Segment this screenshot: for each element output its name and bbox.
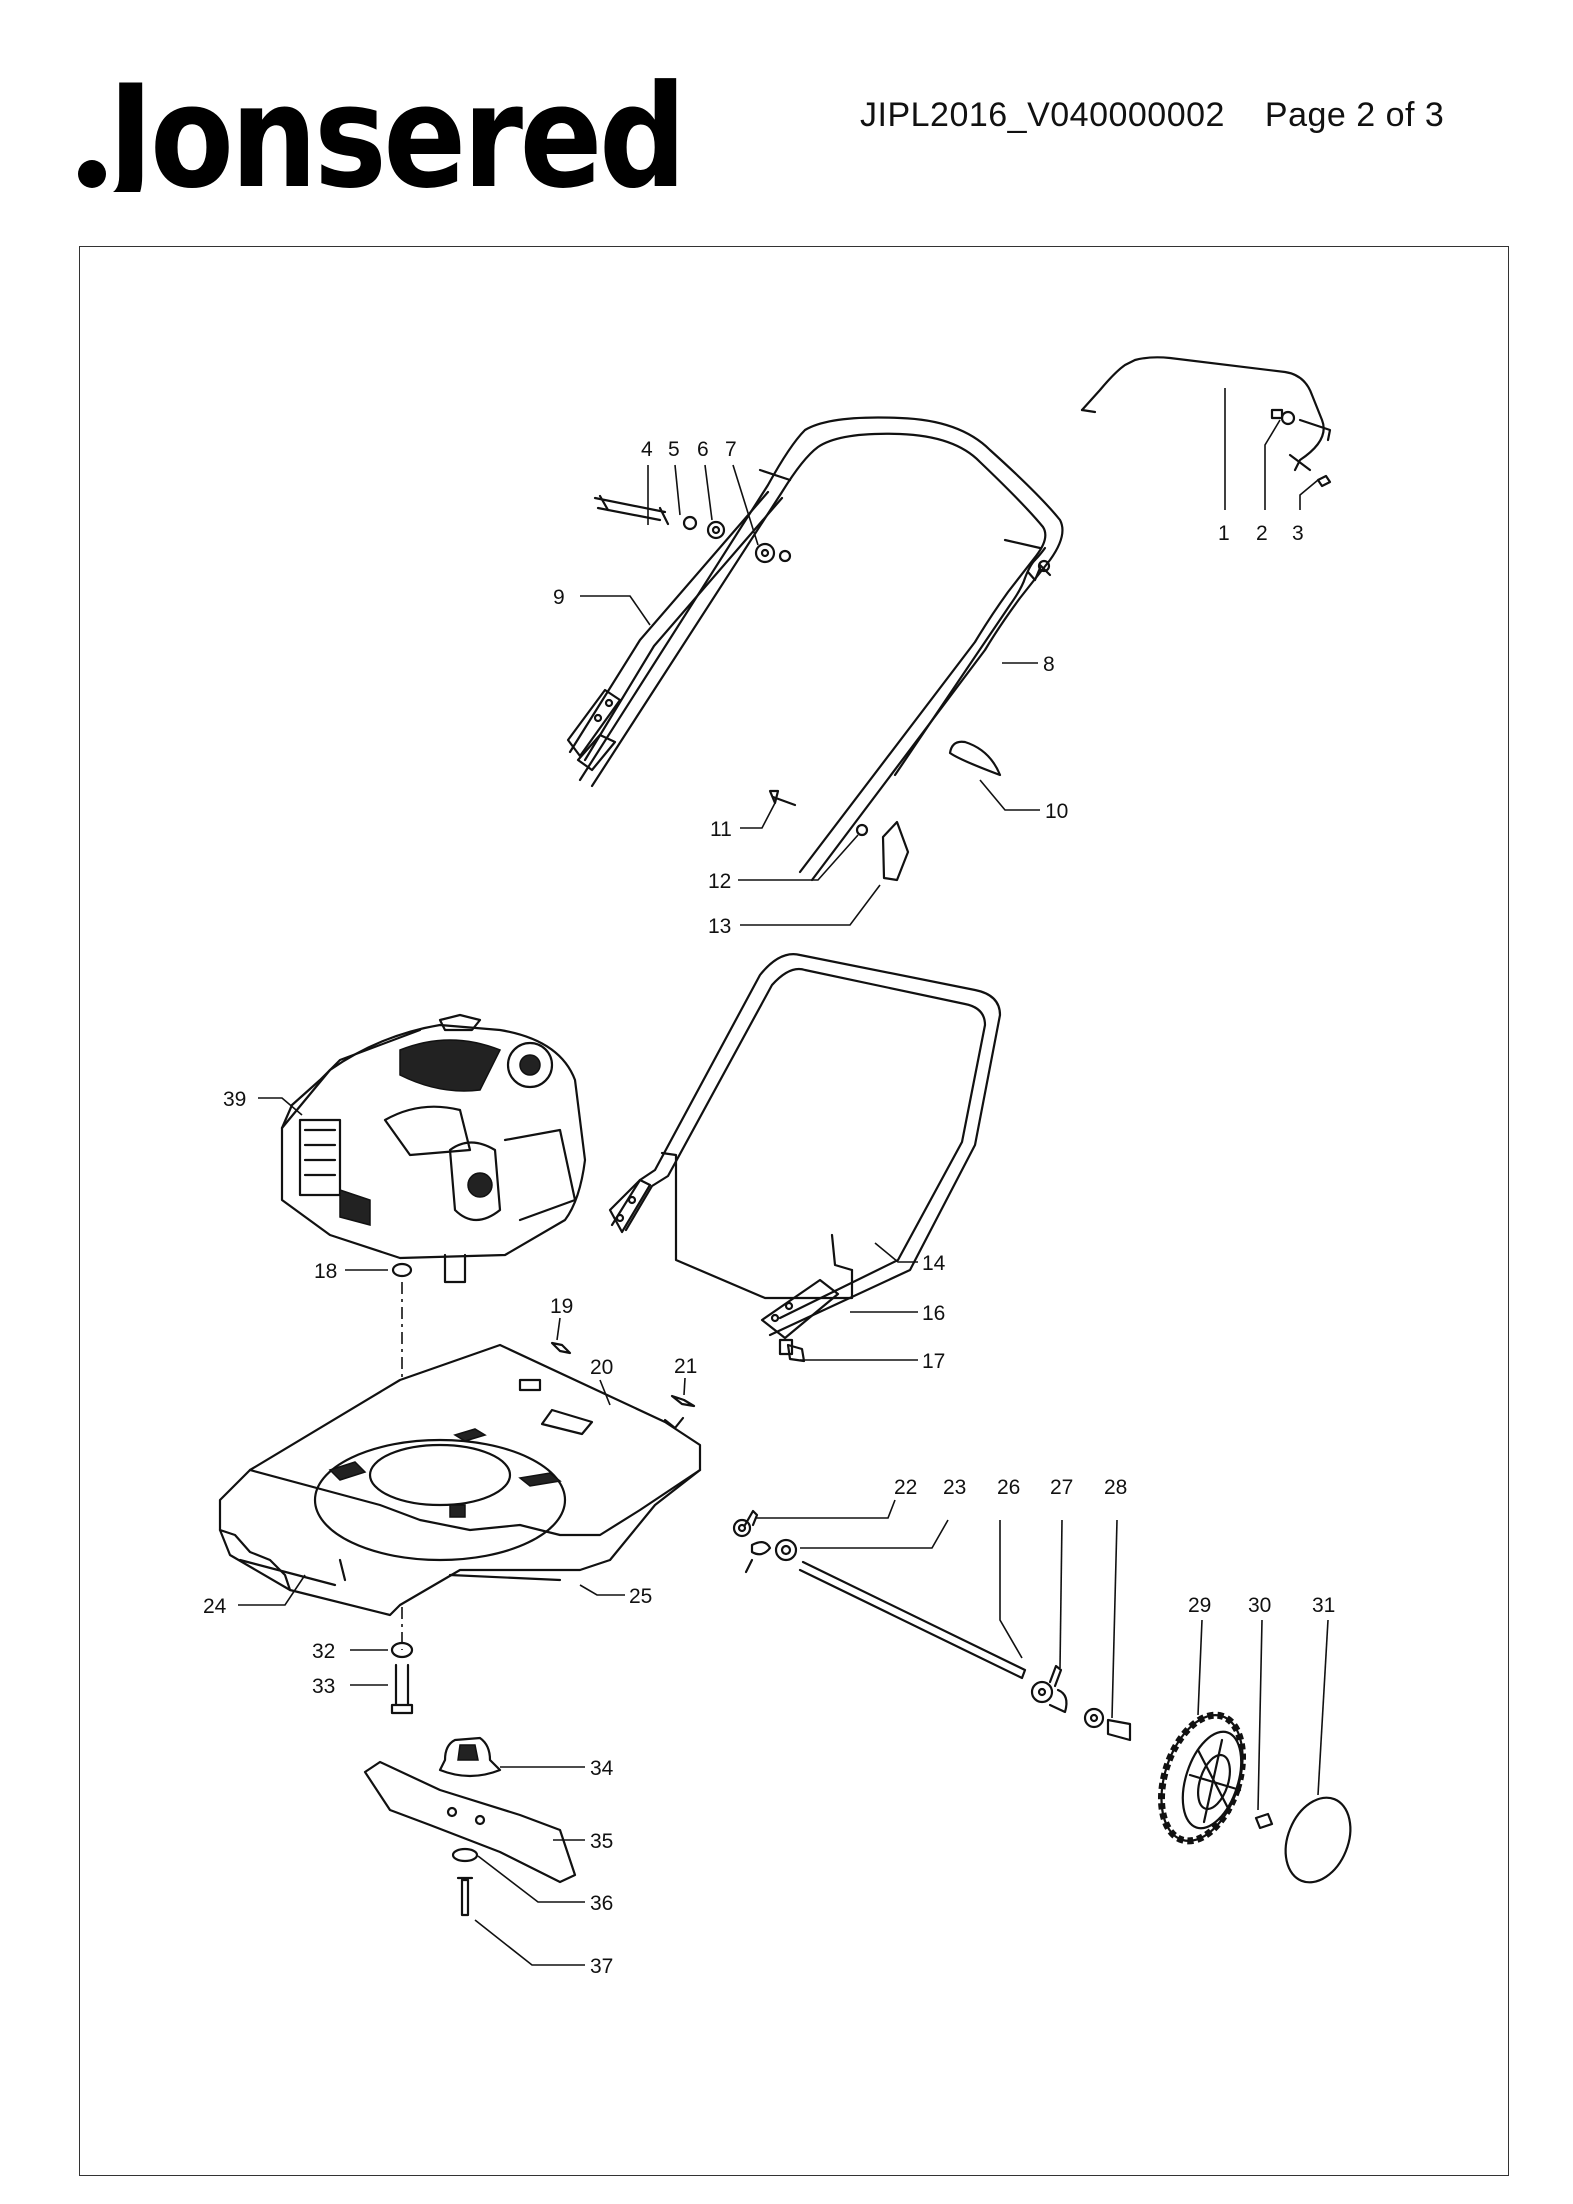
nut-30 (1254, 1812, 1274, 1830)
callout-10: 10 (1045, 800, 1068, 823)
bolt-33 (390, 1663, 414, 1715)
hub-cap-31 (1284, 1796, 1352, 1884)
jonsered-logo: Jonsered (78, 76, 687, 192)
callout-5: 5 (668, 438, 680, 461)
callout-12: 12 (708, 870, 731, 893)
callout-23: 23 (943, 1476, 966, 1499)
callout-numbers: 1 2 3 4 5 6 7 8 9 10 11 12 13 14 16 17 1… (203, 438, 1335, 1978)
callout-17: 17 (922, 1350, 945, 1373)
callout-18: 18 (314, 1260, 337, 1283)
callout-32: 32 (312, 1640, 335, 1663)
brand-name: Jonsered (101, 76, 683, 192)
callout-20: 20 (590, 1356, 613, 1379)
callout-2: 2 (1256, 522, 1268, 545)
washer-18 (391, 1262, 413, 1278)
callout-33: 33 (312, 1675, 335, 1698)
callout-22: 22 (894, 1476, 917, 1499)
small-hardware (593, 408, 1332, 882)
callout-7: 7 (725, 438, 737, 461)
screw-21 (670, 1394, 696, 1408)
callout-29: 29 (1188, 1594, 1211, 1617)
document-header: JIPL2016_V040000002 Page 2 of 3 (860, 96, 1444, 135)
callout-30: 30 (1248, 1594, 1271, 1617)
callout-24: 24 (203, 1595, 227, 1618)
callout-27: 27 (1050, 1476, 1073, 1499)
screw-19 (550, 1341, 572, 1355)
page-number: Page 2 of 3 (1264, 96, 1445, 134)
callout-37: 37 (590, 1955, 613, 1978)
callout-34: 34 (590, 1757, 614, 1780)
callout-25: 25 (629, 1585, 652, 1608)
document-id: JIPL2016_V040000002 (860, 96, 1225, 134)
callout-1: 1 (1218, 522, 1230, 545)
lower-handle (608, 953, 1002, 1363)
leader-lines (238, 388, 1329, 1966)
callout-26: 26 (997, 1476, 1020, 1499)
callout-14: 14 (922, 1252, 946, 1275)
washer-36 (451, 1847, 479, 1863)
callout-6: 6 (697, 438, 709, 461)
bushing-32 (390, 1641, 414, 1659)
callout-11: 11 (710, 818, 732, 841)
callout-4: 4 (641, 438, 653, 461)
callout-35: 35 (590, 1830, 613, 1853)
mower-deck (218, 1343, 702, 1617)
callout-16: 16 (922, 1302, 945, 1325)
callout-9: 9 (553, 586, 565, 609)
handle-lower-left (566, 490, 784, 762)
callout-39: 39 (223, 1088, 246, 1111)
axle-hardware (732, 1509, 1132, 1742)
callout-3: 3 (1292, 522, 1304, 545)
bolt-37 (456, 1876, 474, 1917)
diagram-frame (79, 246, 1509, 2176)
upper-handle (576, 416, 1064, 882)
callout-13: 13 (708, 915, 731, 938)
callout-36: 36 (590, 1892, 613, 1915)
blade-adapter (438, 1736, 502, 1778)
wheel (1157, 1711, 1247, 1845)
callout-19: 19 (550, 1295, 573, 1318)
callout-21: 21 (674, 1355, 697, 1378)
engine (280, 1013, 587, 1284)
blade (363, 1760, 577, 1884)
callout-28: 28 (1104, 1476, 1127, 1499)
callout-31: 31 (1312, 1594, 1335, 1617)
callout-8: 8 (1043, 653, 1055, 676)
bail-bar (1080, 356, 1332, 472)
